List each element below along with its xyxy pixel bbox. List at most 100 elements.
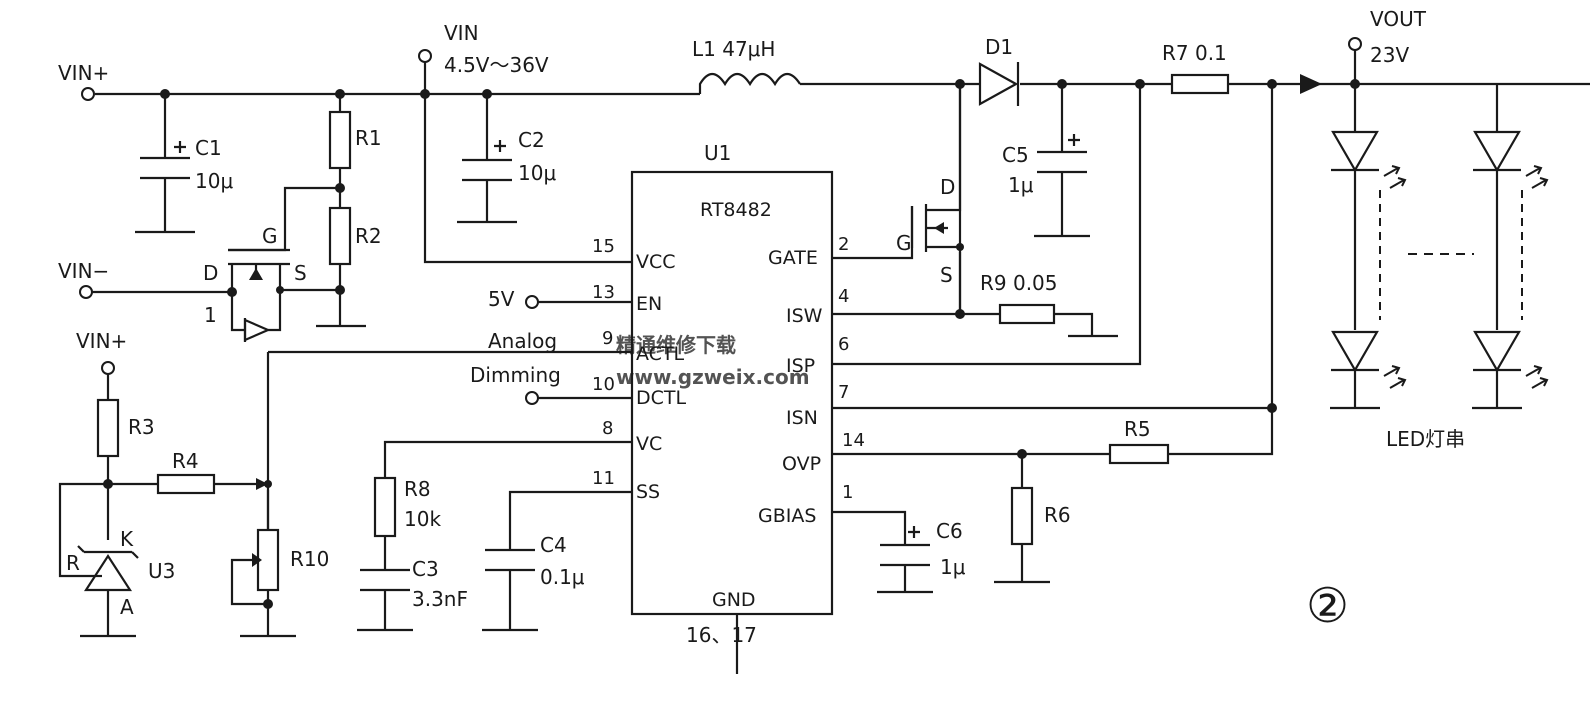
label-q1-s: S	[294, 261, 307, 285]
u1-pin-name-ovp: OVP	[782, 453, 821, 475]
u1-pin-name-vc: VC	[636, 433, 662, 455]
u1-pin-num-isn: 7	[838, 382, 849, 403]
vin-terminal	[418, 49, 432, 63]
label-u1-part: RT8482	[700, 199, 772, 221]
label-q2-d: D	[940, 175, 955, 199]
label-vin-plus-left: VIN+	[76, 329, 127, 353]
label-five-v: 5V	[488, 287, 515, 311]
label-c3: C3	[412, 557, 439, 581]
u1-pin-num-en: 13	[592, 282, 615, 303]
component-labels: VIN+ VIN− VIN+ VIN 4.5V～36V L1 47μH D1 R…	[58, 7, 1465, 647]
diode-d1	[978, 62, 1020, 106]
u1-pin-num-isw: 4	[838, 286, 849, 307]
label-u3-a: A	[120, 595, 134, 619]
label-c3-value: 3.3nF	[412, 587, 468, 611]
label-r1: R1	[355, 126, 382, 150]
label-c1: C1	[195, 136, 222, 160]
u1-pin-num-ovp: 14	[842, 430, 865, 451]
label-u3-k: K	[120, 527, 134, 551]
watermark-title: 精通维修下载	[616, 333, 736, 357]
label-r9: R9 0.05	[980, 271, 1058, 295]
u1-pin-num-vcc: 15	[592, 236, 615, 257]
u1-pin-name-en: EN	[636, 293, 662, 315]
u1-pin-num-vc: 8	[602, 418, 613, 439]
watermark: 精通维修下载 www.gzweix.com	[616, 333, 810, 389]
u1-pin-name-isp: ISP	[786, 355, 815, 377]
label-r2: R2	[355, 224, 382, 248]
label-q1-num: 1	[204, 303, 217, 327]
capacitor-c4	[485, 548, 535, 572]
u1-pin-name-isn: ISN	[786, 407, 818, 429]
vin-plus-left-terminal	[101, 361, 115, 375]
label-vin-range: 4.5V～36V	[444, 53, 549, 77]
led-bottom-left	[1331, 330, 1407, 389]
label-c4: C4	[540, 533, 567, 557]
resistor-r4	[156, 473, 216, 495]
u1-pin-name-vcc: VCC	[636, 251, 676, 273]
label-q1-g: G	[262, 224, 278, 248]
label-c2-value: 10μ	[518, 161, 556, 185]
vout-terminal	[1348, 37, 1362, 51]
led-top-left	[1331, 130, 1407, 189]
capacitor-c3	[360, 568, 410, 592]
label-u3-r: R	[66, 551, 80, 575]
label-q2-s: S	[940, 263, 953, 287]
u1-pin-num-actl: 9	[602, 328, 613, 349]
u1-pin-num-ss: 11	[592, 468, 615, 489]
label-r5: R5	[1124, 417, 1151, 441]
label-vin-plus-top: VIN+	[58, 61, 109, 85]
u1-pin-name-actl: ACTL	[636, 343, 685, 365]
ic-u1-body	[630, 170, 834, 616]
u1-right-pins: 2 GATE 4 ISW 6 ISP 7 ISN 14 OVP 1 GBIAS	[758, 234, 865, 527]
vin-minus-terminal	[79, 285, 93, 299]
label-r8-value: 10k	[404, 507, 441, 531]
capacitor-c1	[140, 141, 190, 180]
mosfet-q1	[228, 248, 290, 342]
five-v-terminal	[525, 295, 539, 309]
resistor-r7	[1170, 73, 1230, 95]
u1-pin-name-gnd: GND	[712, 589, 756, 611]
u1-pin-num-gate: 2	[838, 234, 849, 255]
label-vin-minus: VIN−	[58, 259, 109, 283]
label-u1: U1	[704, 141, 731, 165]
resistor-r1	[328, 110, 352, 170]
led-dashed-continuation	[1354, 190, 1523, 320]
shunt-regulator-u3	[77, 545, 139, 592]
label-vin: VIN	[444, 21, 479, 45]
label-r6: R6	[1044, 503, 1071, 527]
label-q2-g: G	[896, 231, 912, 255]
potentiometer-r10	[252, 528, 280, 592]
label-vout-value: 23V	[1370, 43, 1409, 67]
u1-pin-name-isw: ISW	[786, 305, 823, 327]
u1-pin-name-dctl: DCTL	[636, 387, 687, 409]
u1-pin-name-gbias: GBIAS	[758, 505, 816, 527]
u1-pin-num-isp: 6	[838, 334, 849, 355]
u1-pin-name-gate: GATE	[768, 247, 818, 269]
label-r3: R3	[128, 415, 155, 439]
label-c6-value: 1μ	[940, 555, 966, 579]
label-c6: C6	[936, 519, 963, 543]
label-c1-value: 10μ	[195, 169, 233, 193]
led-bottom-right	[1473, 330, 1549, 389]
resistor-r5	[1108, 443, 1170, 465]
mosfet-q2	[910, 84, 962, 252]
label-q1-d: D	[203, 261, 218, 285]
label-d1: D1	[985, 35, 1013, 59]
resistor-r8	[373, 476, 397, 538]
label-analog: Analog	[488, 329, 557, 353]
label-c2: C2	[518, 128, 545, 152]
vin-plus-terminal	[81, 87, 95, 101]
label-l1: L1 47μH	[692, 37, 775, 61]
label-u3: U3	[148, 559, 175, 583]
terminals	[79, 37, 1362, 405]
u1-pin-num-dctl: 10	[592, 374, 615, 395]
capacitor-c6	[880, 526, 930, 567]
r10-wiper-arrow-icon	[256, 478, 268, 490]
watermark-url: www.gzweix.com	[616, 365, 810, 389]
u1-left-pins: 15 VCC 13 EN 9 ACTL 10 DCTL 8 VC 11 SS	[592, 236, 687, 503]
label-gnd-pins: 16、17	[686, 623, 757, 647]
dctl-terminal	[525, 391, 539, 405]
u1-pin-name-ss: SS	[636, 481, 660, 503]
capacitor-c2	[462, 140, 512, 182]
label-c5: C5	[1002, 143, 1029, 167]
